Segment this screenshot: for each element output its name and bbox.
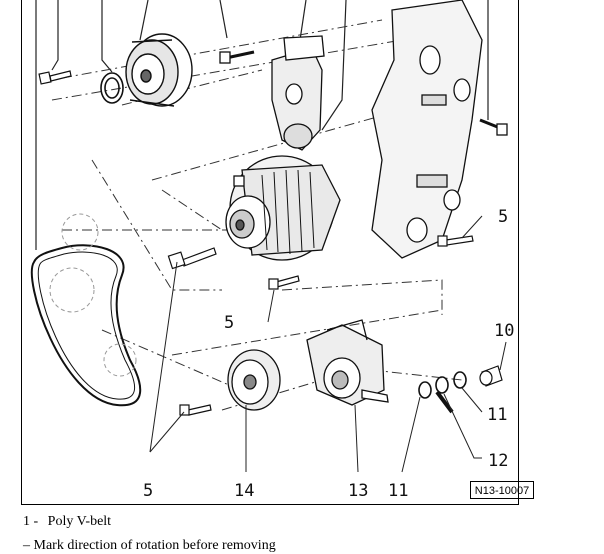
assembly-line <box>51 39 403 101</box>
assembly-line <box>161 189 223 231</box>
assembly-line <box>91 159 222 291</box>
leader-line <box>219 0 228 39</box>
leader-line <box>443 393 482 459</box>
leader-line <box>499 341 507 371</box>
alternator <box>225 155 341 261</box>
belt-tensioner <box>219 35 325 151</box>
diagram-drawing: 5 5 5 14 13 11 10 11 12 <box>30 0 514 501</box>
pulley-bolt <box>179 404 212 416</box>
callout-11-bottom: 11 <box>388 481 408 501</box>
callout-5-center: 5 <box>224 313 234 333</box>
callout-14: 14 <box>234 481 254 501</box>
alternator-bolt <box>167 247 217 270</box>
legend-item-1: 1 - Poly V-belt <box>23 514 111 530</box>
power-steering-pump <box>306 319 389 406</box>
assembly-line <box>221 379 323 411</box>
pump-pulley <box>227 349 281 411</box>
union-nut <box>479 365 503 387</box>
leader-line <box>149 261 178 453</box>
poly-v-belt <box>30 244 142 407</box>
leader-line <box>149 411 185 453</box>
assembly-line <box>281 279 443 315</box>
leader-line <box>51 0 59 71</box>
leader-line <box>101 0 113 73</box>
callout-12: 12 <box>488 451 508 471</box>
callout-5-bracket: 5 <box>498 207 508 227</box>
leader-line <box>401 396 421 473</box>
legend-item-note: – Mark direction of rotation before remo… <box>23 538 276 553</box>
spacer-ring <box>100 72 124 104</box>
legend-item-text: Poly V-belt <box>47 514 112 529</box>
assembly-line <box>101 329 253 396</box>
assembly-line <box>171 309 443 356</box>
leader-line <box>321 0 347 131</box>
mounting-bracket <box>371 0 508 259</box>
exploded-diagram: 5 5 5 14 13 11 10 11 12 N13-10007 <box>21 0 534 505</box>
bolt-small <box>38 70 72 85</box>
leader-line <box>461 215 483 239</box>
callout-5-bottom: 5 <box>143 481 153 501</box>
bolt-right <box>437 235 474 247</box>
legend-item-number: 1 - <box>23 514 39 529</box>
callout-10: 10 <box>494 321 514 341</box>
callout-11-right: 11 <box>487 405 507 425</box>
leader-line <box>299 0 307 41</box>
leader-line <box>139 0 149 41</box>
leader-line <box>461 387 483 413</box>
leader-line <box>354 404 359 473</box>
callout-13: 13 <box>348 481 368 501</box>
assembly-line <box>371 369 463 381</box>
bolt-center <box>268 275 300 290</box>
crankshaft-pulley <box>125 33 193 107</box>
leader-line <box>267 289 275 323</box>
figure-id-label: N13-10007 <box>470 481 534 499</box>
assembly-line <box>151 109 403 181</box>
assembly-line <box>61 19 383 79</box>
seal-rings <box>418 371 467 414</box>
